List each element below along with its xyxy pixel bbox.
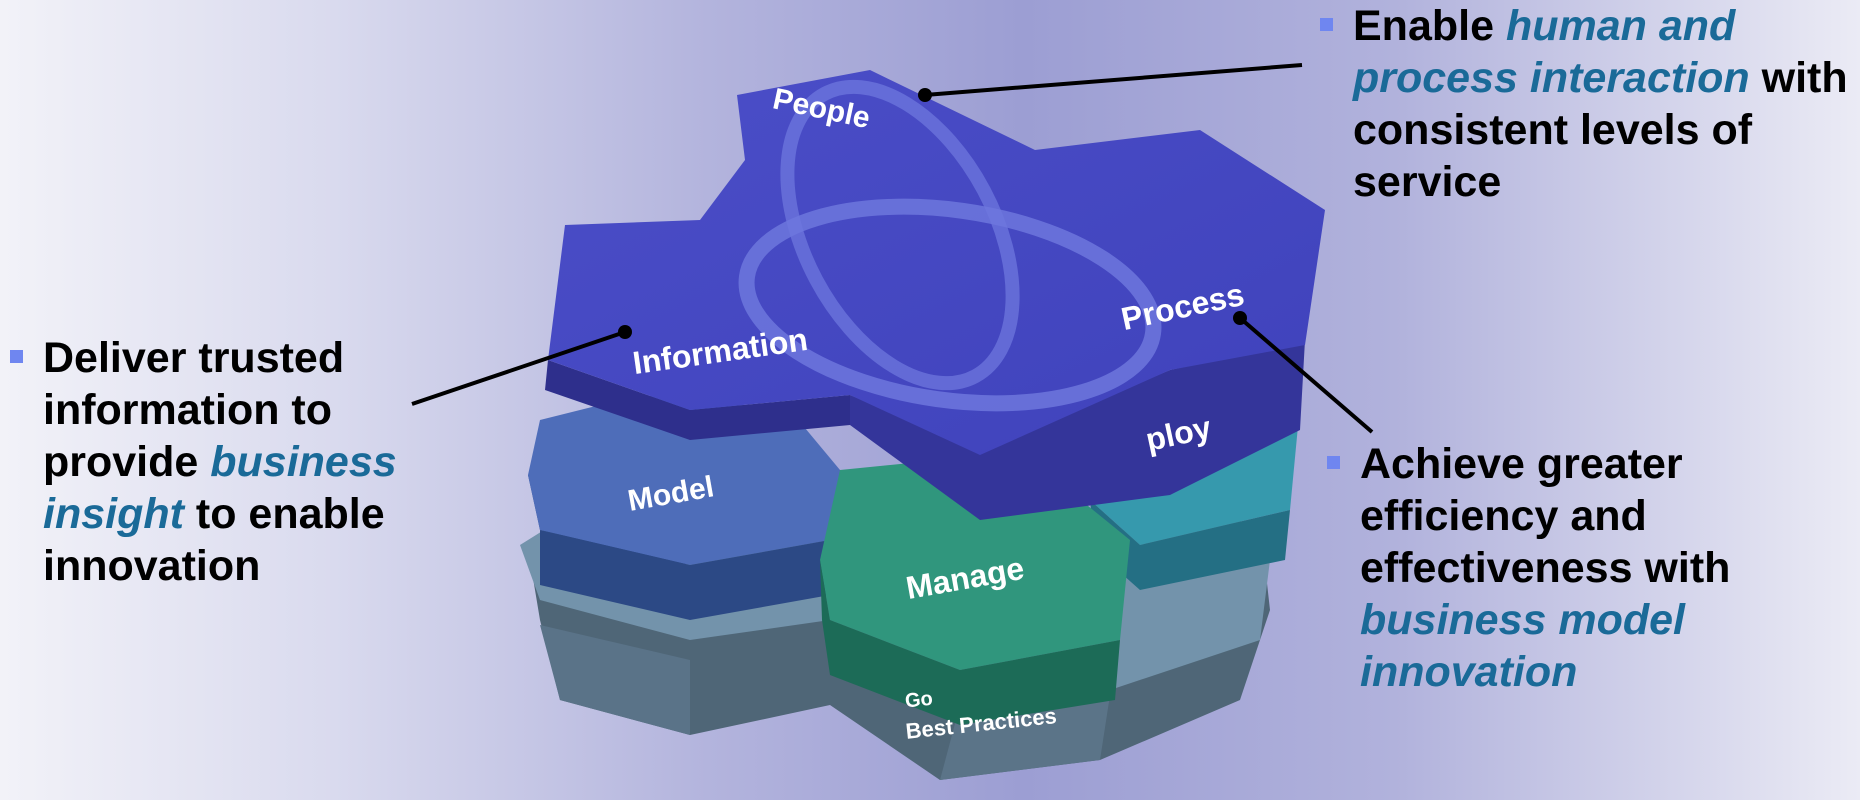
people-callout: Enable human and process interaction wit…: [1320, 0, 1860, 208]
governance-label: Go: [904, 688, 934, 713]
information-connector: [411, 330, 626, 406]
process-callout-text: Achieve greater efficiency and effective…: [1360, 438, 1847, 698]
callout-text-plain: with consistent levels of service: [1353, 54, 1848, 206]
information-callout: Deliver trusted information to provide b…: [10, 332, 450, 592]
callout-text-plain: Enable: [1353, 2, 1506, 50]
bullet-square-icon: [10, 350, 23, 363]
model-hexagon: [528, 395, 840, 620]
bullet-square-icon: [1327, 456, 1340, 469]
connector-lines: [411, 63, 1374, 434]
callout-text-emphasis: business insight: [43, 438, 397, 538]
callout-text-emphasis: business model innovation: [1360, 596, 1685, 696]
top-hexagon-layer: [545, 70, 1325, 520]
callout-text-plain: Achieve greater efficiency and effective…: [1360, 440, 1731, 592]
people-dot: [918, 88, 932, 102]
callout-text-emphasis: human and process interaction: [1353, 2, 1750, 102]
manage-hexagon: [820, 460, 1130, 725]
callout-text-plain: Deliver trusted information to provide: [43, 334, 345, 486]
people-connector: [924, 63, 1303, 97]
process-connector: [1238, 316, 1374, 434]
process-dot: [1233, 311, 1247, 325]
information-dot: [618, 325, 632, 339]
process-callout: Achieve greater efficiency and effective…: [1327, 438, 1847, 698]
information-callout-text: Deliver trusted information to provide b…: [43, 332, 450, 592]
bullet-square-icon: [1320, 18, 1333, 31]
people-callout-text: Enable human and process interaction wit…: [1353, 0, 1860, 208]
callout-text-plain: to enable innovation: [43, 490, 385, 590]
